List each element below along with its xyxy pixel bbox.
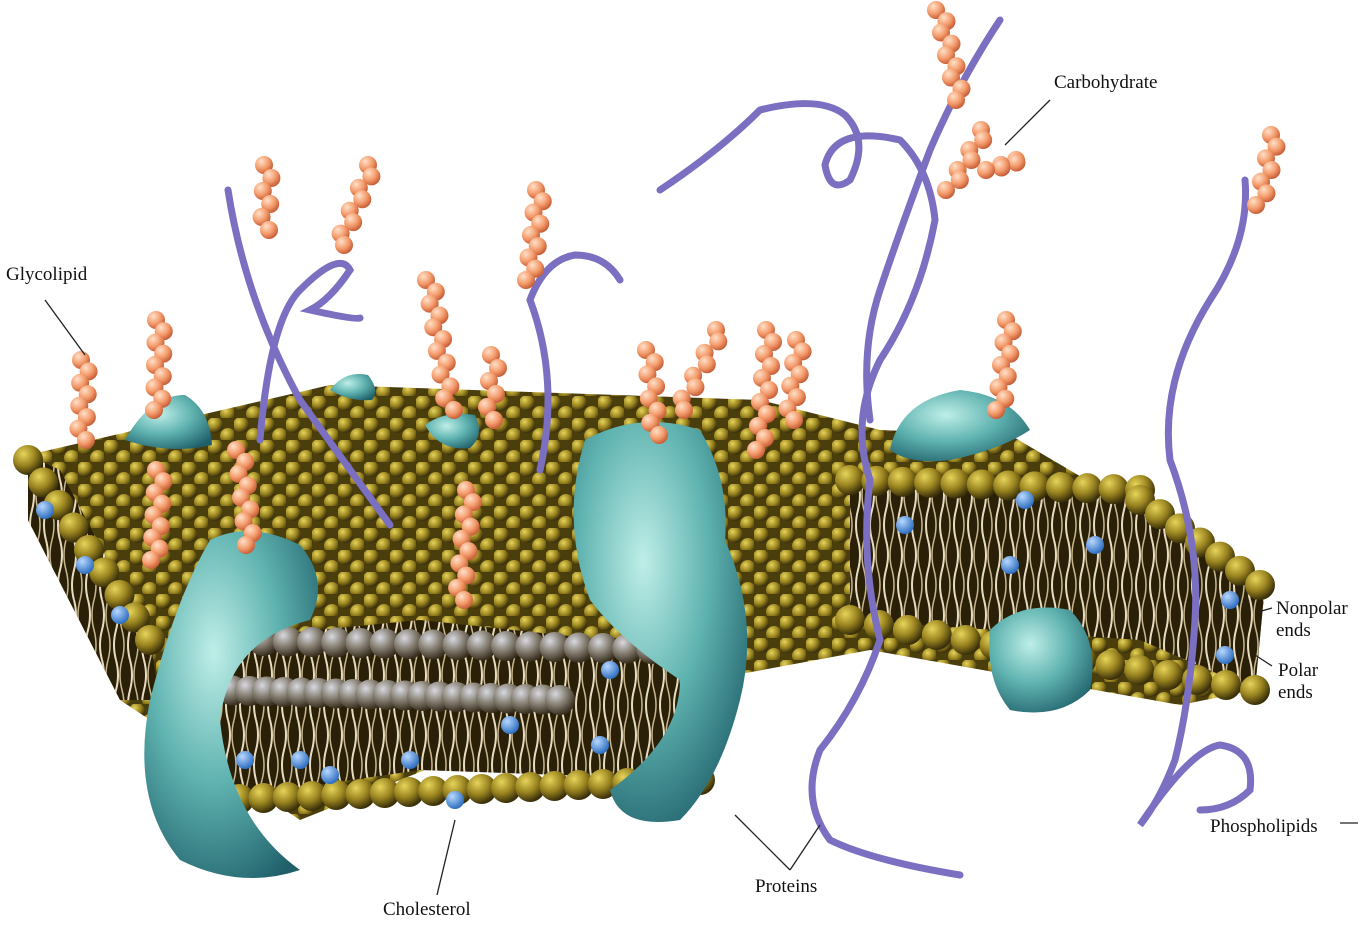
carbohydrate-bead — [77, 431, 95, 449]
carbohydrate-bead — [1247, 196, 1265, 214]
carbohydrate-bead — [445, 401, 463, 419]
phospholipid-head — [1099, 474, 1129, 504]
cholesterol-molecule — [36, 501, 54, 519]
carbohydrate-bead — [993, 159, 1011, 177]
cholesterol-molecule — [446, 791, 464, 809]
phospholipid-head — [922, 620, 952, 650]
cholesterol-molecule — [896, 516, 914, 534]
phospholipid-head — [888, 467, 918, 497]
label-carbohydrate: Carbohydrate — [1054, 72, 1157, 94]
label-nonpolar-ends: Nonpolar ends — [1276, 598, 1356, 642]
phospholipid-head — [1072, 473, 1102, 503]
cholesterol-molecule — [1216, 646, 1234, 664]
carbohydrate-bead — [237, 536, 255, 554]
carbohydrate-bead — [260, 221, 278, 239]
cholesterol-molecule — [76, 556, 94, 574]
carbohydrate-bead — [937, 181, 955, 199]
cholesterol-molecule — [401, 751, 419, 769]
phospholipid-head — [1245, 570, 1275, 600]
carbohydrate-bead — [747, 441, 765, 459]
cholesterol-molecule — [321, 766, 339, 784]
phospholipid-head — [1124, 655, 1154, 685]
phospholipid-head — [1211, 670, 1241, 700]
carbohydrate-bead — [785, 411, 803, 429]
cholesterol-molecule — [111, 606, 129, 624]
cholesterol-molecule — [1016, 491, 1034, 509]
carbohydrate-bead — [517, 271, 535, 289]
phospholipid-head — [1153, 660, 1183, 690]
cholesterol-molecule — [1221, 591, 1239, 609]
cholesterol-molecule — [1086, 536, 1104, 554]
cholesterol-molecule — [291, 751, 309, 769]
carbohydrate-bead — [145, 401, 163, 419]
label-cholesterol: Cholesterol — [383, 899, 471, 921]
carbohydrate-bead — [455, 591, 473, 609]
carbohydrate-bead — [977, 161, 995, 179]
carbohydrate-bead — [335, 236, 353, 254]
carbohydrate-bead — [947, 91, 965, 109]
phospholipid-head — [940, 469, 970, 499]
carbohydrate-bead — [142, 551, 160, 569]
carbohydrate-bead — [709, 332, 727, 350]
cholesterol-molecule — [601, 661, 619, 679]
phospholipid-head — [135, 625, 165, 655]
label-glycolipid: Glycolipid — [6, 264, 87, 286]
phospholipid-head — [893, 615, 923, 645]
phospholipid-head — [1095, 650, 1125, 680]
carbohydrate-bead — [686, 378, 704, 396]
label-polar-ends: Polar ends — [1278, 660, 1338, 704]
label-proteins: Proteins — [755, 876, 817, 898]
phospholipid-head — [545, 685, 575, 715]
phospholipid-head — [835, 465, 865, 495]
carbohydrate-bead — [675, 401, 693, 419]
cholesterol-molecule — [501, 716, 519, 734]
cholesterol-molecule — [591, 736, 609, 754]
carbohydrate-bead — [485, 411, 503, 429]
carbohydrate-bead — [698, 355, 716, 373]
phospholipid-head — [1046, 472, 1076, 502]
protein-right-bottom — [989, 608, 1092, 713]
cholesterol-molecule — [236, 751, 254, 769]
cholesterol-molecule — [1001, 556, 1019, 574]
phospholipid-head — [951, 625, 981, 655]
phospholipid-head — [835, 605, 865, 635]
phospholipid-head — [914, 468, 944, 498]
carbohydrate-bead — [650, 426, 668, 444]
phospholipid-head — [1240, 675, 1270, 705]
carbohydrate-bead — [987, 401, 1005, 419]
label-phospholipids: Phospholipids — [1210, 816, 1318, 838]
phospholipid-head — [967, 470, 997, 500]
